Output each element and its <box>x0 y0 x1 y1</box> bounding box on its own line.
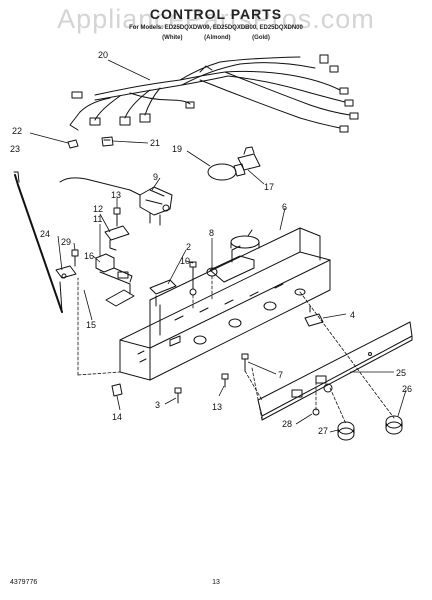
bracket-2-drawing <box>149 279 177 307</box>
callout-13: 13 <box>111 190 121 200</box>
doc-number: 4379776 <box>10 579 38 586</box>
callout-28: 28 <box>282 419 292 429</box>
switch-assembly-drawing <box>95 253 135 307</box>
callout-4: 4 <box>350 310 355 320</box>
callout-7: 7 <box>278 370 283 380</box>
control-housing-drawing <box>119 227 331 381</box>
bracket-24-drawing <box>55 265 77 279</box>
leader-lines <box>29 59 407 433</box>
callout-26: 26 <box>402 384 412 394</box>
callout-15: 15 <box>86 320 96 330</box>
callout-16: 16 <box>84 251 94 261</box>
watermark: AppliancePartsPros.com <box>57 4 375 34</box>
clip-drawing <box>67 139 79 149</box>
callout-11: 11 <box>93 214 102 224</box>
callout-2: 2 <box>186 242 191 252</box>
screw-13b-drawing <box>221 373 229 388</box>
screw-10-drawing <box>189 261 197 290</box>
callout-25: 25 <box>396 368 406 378</box>
clip-21-drawing <box>101 136 114 147</box>
page-title: CONTROL PARTS <box>149 6 283 22</box>
model-line: For Models: ED25DQXDW00, ED25DQXDB00, ED… <box>129 25 303 31</box>
callout-29: 29 <box>61 237 71 247</box>
screw-13-drawing <box>113 207 121 227</box>
page-number: 13 <box>212 579 220 586</box>
color-almond: (Almond) <box>204 35 231 41</box>
bracket-12-drawing <box>104 225 130 251</box>
screw-29-drawing <box>71 249 79 267</box>
clip-4-drawing <box>304 313 324 327</box>
callout-labels: 20 22 21 23 19 17 12 11 13 9 6 8 16 29 2… <box>10 50 412 436</box>
screw-7-drawing <box>241 353 249 372</box>
callout-17: 17 <box>264 182 274 192</box>
callout-6: 6 <box>282 202 287 212</box>
callout-8: 8 <box>209 228 214 238</box>
callout-9: 9 <box>153 172 158 182</box>
knob-26-drawing <box>385 415 403 435</box>
callout-24: 24 <box>40 229 50 239</box>
callout-12: 12 <box>93 204 103 214</box>
callout-13b: 13 <box>212 402 222 412</box>
tube-drawing <box>14 174 63 313</box>
wire-harness-drawing <box>69 54 359 133</box>
screw-3-drawing <box>174 387 182 404</box>
callout-19: 19 <box>172 144 182 154</box>
color-line: (White) (Almond) (Gold) <box>0 35 432 41</box>
knob-27-drawing <box>337 421 355 441</box>
callout-23: 23 <box>10 144 20 154</box>
callout-10: 10 <box>180 256 190 266</box>
callout-22: 22 <box>12 126 22 136</box>
light-bulb-drawing <box>207 146 261 181</box>
color-white: (White) <box>162 35 183 41</box>
callout-14: 14 <box>112 412 122 422</box>
clip-14-drawing <box>111 383 123 397</box>
callout-3: 3 <box>155 400 160 410</box>
color-gold: (Gold) <box>252 35 270 41</box>
callout-27: 27 <box>318 426 328 436</box>
callout-20: 20 <box>98 50 108 60</box>
callout-21: 21 <box>150 138 160 148</box>
